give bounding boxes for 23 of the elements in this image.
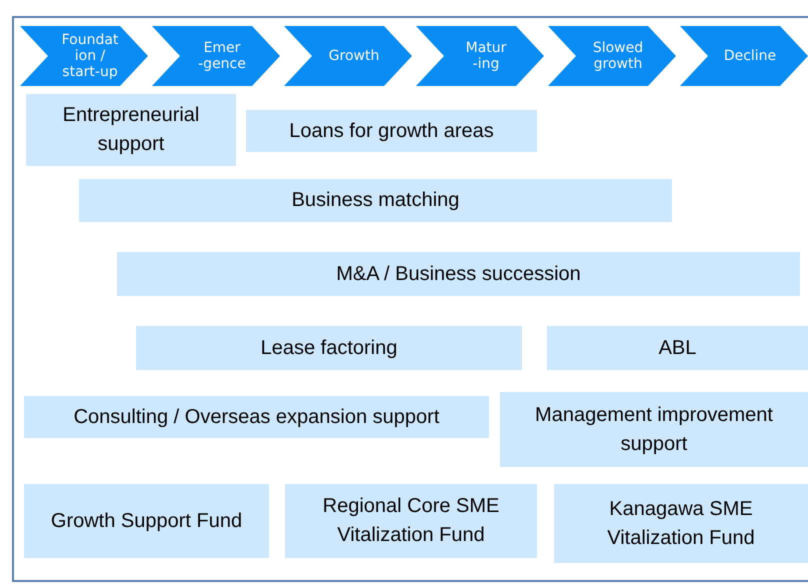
stage-header: [548, 26, 676, 86]
stage-header: [680, 26, 808, 86]
service-box: Regional Core SME Vitalization Fund: [285, 484, 537, 558]
service-box: Consulting / Overseas expansion support: [24, 396, 489, 438]
stage-label: Slowed growth: [592, 40, 644, 72]
stage-header: [20, 26, 148, 86]
stage-header: [152, 26, 280, 86]
stage-header: [416, 26, 544, 86]
stage-label: Matur -ing: [464, 40, 508, 72]
service-box: Entrepreneurial support: [26, 94, 236, 166]
stage-label: Growth: [328, 48, 380, 64]
service-box: M&A / Business succession: [117, 252, 800, 296]
service-box: Management improvement support: [500, 392, 808, 467]
service-box: Business matching: [79, 179, 672, 222]
service-box: Loans for growth areas: [246, 110, 537, 152]
service-box: Lease factoring: [136, 326, 522, 370]
stage-label: Emer -gence: [197, 40, 247, 72]
service-box: Growth Support Fund: [24, 484, 269, 558]
stage-label: Foundat ion / start-up: [60, 32, 120, 80]
service-box: Kanagawa SME Vitalization Fund: [554, 484, 808, 563]
stage-header: [284, 26, 412, 86]
service-box: ABL: [547, 326, 808, 370]
stage-label: Decline: [722, 48, 778, 64]
